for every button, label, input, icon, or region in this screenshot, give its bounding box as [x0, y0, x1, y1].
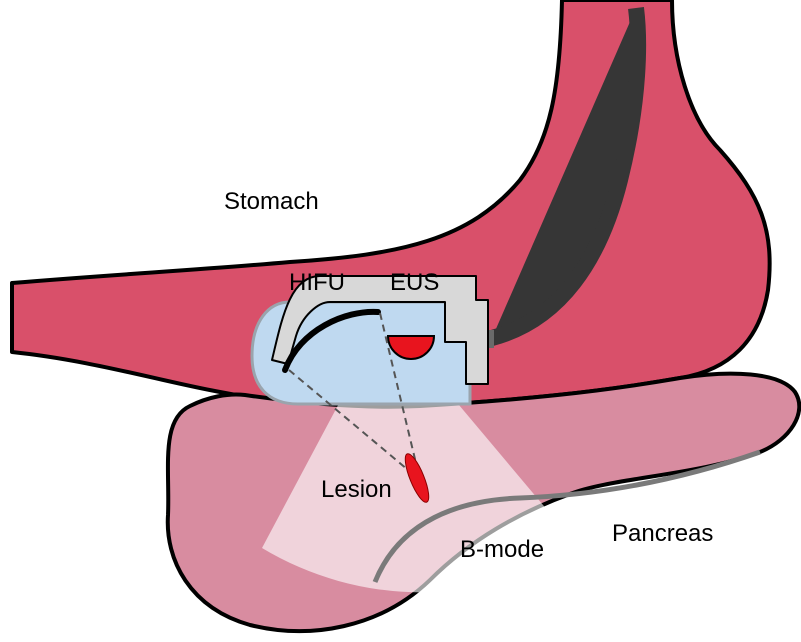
label-stomach: Stomach	[224, 188, 319, 215]
label-eus: EUS	[390, 269, 439, 296]
label-lesion: Lesion	[321, 476, 392, 503]
label-hifu: HIFU	[289, 269, 345, 296]
label-bmode: B-mode	[460, 536, 544, 563]
label-pancreas: Pancreas	[612, 520, 713, 547]
